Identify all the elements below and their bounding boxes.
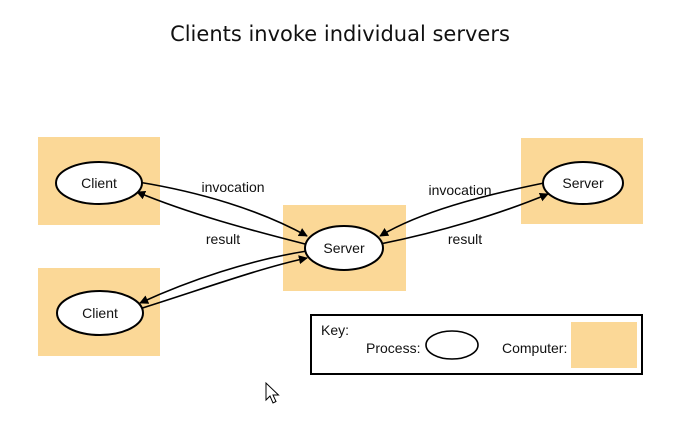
server-center-label: Server (323, 240, 365, 256)
process-client-top (55, 161, 143, 205)
client-bottom-label: Client (82, 305, 118, 321)
left-invocation-label: invocation (201, 179, 264, 195)
arrow-invocation-left (137, 181, 308, 237)
key-label: Key: (321, 322, 349, 338)
server-right-label: Server (562, 175, 604, 191)
key-legend: Key: Process: Computer: (310, 314, 643, 375)
key-computer-label: Computer: (502, 340, 567, 356)
process-client-bottom (56, 290, 144, 336)
mouse-pointer-icon (265, 381, 280, 404)
arrow-result-bottom (139, 250, 308, 304)
arrow-invocation-bottom (135, 255, 308, 311)
key-process-label: Process: (366, 340, 420, 356)
arrow-result-left (136, 190, 306, 245)
left-result-label: result (206, 231, 240, 247)
arrow-result-right (379, 192, 549, 245)
right-result-label: result (448, 231, 482, 247)
client-top-label: Client (81, 175, 117, 191)
diagram-title: Clients invoke individual servers (170, 22, 510, 46)
process-server-right (542, 161, 624, 205)
key-process-swatch (425, 330, 479, 360)
arrow-invocation-right (379, 182, 545, 237)
key-computer-swatch (571, 322, 637, 368)
process-server-center (304, 225, 384, 271)
right-invocation-label: invocation (428, 182, 491, 198)
